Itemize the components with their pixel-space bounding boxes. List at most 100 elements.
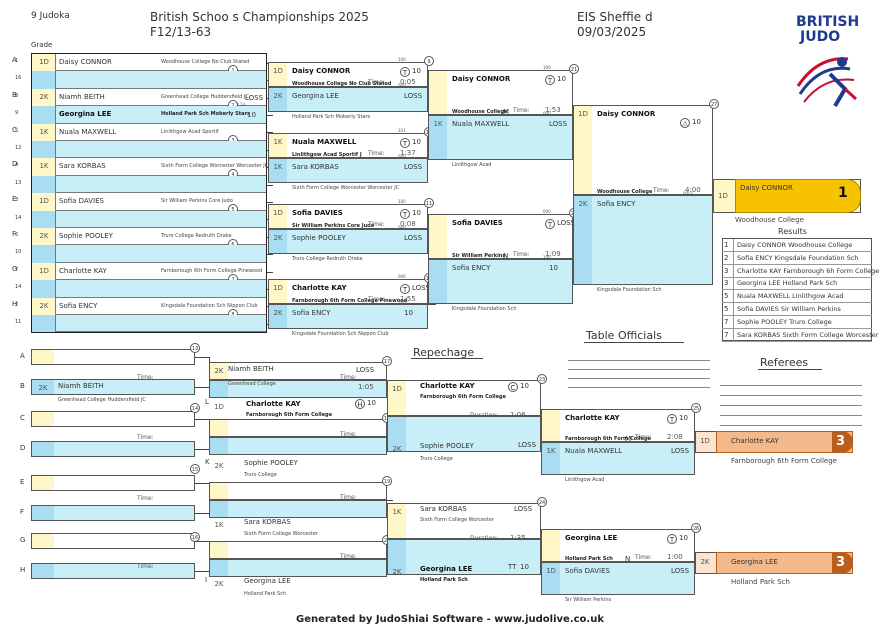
grade-text: 2K	[39, 301, 49, 310]
bracket-line	[195, 387, 209, 388]
grade-text: 1K	[273, 163, 283, 171]
result-entry: Sofia DAVIES Sir William Perkins	[737, 305, 841, 313]
grade-text: 1D	[578, 110, 588, 118]
winner-name: Daisy CONNOR	[292, 67, 351, 75]
match-bottom-slot	[209, 500, 387, 518]
match-bottom-slot	[541, 562, 695, 595]
grade-text: 1D	[39, 197, 49, 206]
gold-place: 1	[838, 185, 848, 201]
competitor-club: Linlithgow Acad Sportif	[161, 128, 219, 135]
winner-name: Daisy CONNOR	[452, 75, 511, 83]
pool-number: 1	[15, 58, 19, 64]
competitor-name: Georgina LEE	[292, 92, 339, 100]
repechage-label: Repechage	[413, 346, 475, 359]
competitor-name: Sara KORBAS	[244, 518, 291, 526]
competitor-club: Truro College Redruth Drake	[292, 256, 363, 262]
winner-name: Nuala MAXWELL	[292, 138, 357, 146]
winner-name: Sofia DAVIES	[452, 219, 503, 227]
grade-text: 1K	[546, 447, 556, 455]
result-entry: Sara KORBAS Sixth Form College Worcester	[737, 330, 879, 339]
grade-text: 1D	[392, 385, 402, 393]
match-top-slot	[209, 482, 387, 500]
pool-number: 3	[15, 197, 19, 204]
event-title: British Schoo s Championships 2025	[150, 10, 369, 24]
pool-row	[32, 210, 266, 228]
results-divider	[733, 290, 734, 303]
competitor-name: Georgina LEE	[59, 110, 112, 119]
competitor-club: Sixth Form College Worcester	[420, 517, 494, 523]
match-time: 4:00	[685, 186, 701, 194]
bronze-name: Charlotte KAY	[731, 437, 779, 445]
referee-signature-line	[720, 415, 862, 416]
competitor-club: Truro College	[420, 456, 453, 462]
grade-cell	[574, 106, 592, 194]
competitor-name: Nuala MAXWELL	[452, 120, 510, 128]
repechage-slot	[31, 563, 195, 579]
competitor-club: Linlithgow Acad	[565, 477, 605, 483]
grade-text	[32, 317, 56, 330]
repechage-letter: B	[20, 382, 25, 390]
competitor-name: Sophie POOLEY	[292, 234, 346, 242]
grade-text: 2K	[38, 384, 48, 392]
grade-text: 1D	[39, 266, 49, 275]
bracket-line	[195, 419, 209, 420]
bracket-line	[267, 254, 273, 256]
results-divider	[722, 315, 872, 316]
pool-grade	[32, 71, 56, 89]
time-label: Time:	[137, 495, 154, 502]
grade-cell	[542, 410, 560, 441]
grade-text: 1K	[273, 138, 283, 146]
pool-letter: F	[12, 230, 17, 238]
match-score: 10	[412, 138, 421, 146]
result-position: 2	[724, 253, 729, 262]
time-label: Time:	[340, 494, 357, 501]
competitor-club: Linlithgow Acad	[452, 162, 492, 168]
event-subtitle: F12/13-63	[150, 25, 212, 39]
grade-cell	[269, 305, 287, 328]
match-bottom-slot	[268, 87, 428, 112]
bracket-line	[195, 541, 209, 542]
grade-cell	[32, 350, 54, 364]
results-divider	[733, 303, 734, 316]
competitor-club: Kingsdale Foundation Sch Nippon Club	[161, 302, 258, 309]
timer-icon: T	[545, 219, 555, 229]
grade-cell	[32, 476, 54, 490]
referee-signature-line	[720, 405, 862, 406]
time-label: Time:	[137, 563, 154, 570]
grade-text: 2K	[39, 92, 49, 101]
pool-grade	[32, 54, 56, 72]
repechage-letter: E	[20, 478, 25, 486]
score-code: 000	[398, 274, 406, 279]
referees-label: Referees	[760, 356, 809, 369]
loss-label: LOSS	[518, 441, 537, 449]
grade-text: 1D	[273, 67, 283, 75]
competitor-name: Charlotte KAY	[59, 266, 107, 275]
time-label: Time:	[653, 187, 670, 194]
pool-row	[32, 54, 266, 72]
results-divider	[733, 251, 734, 265]
bronze-cap	[832, 552, 853, 574]
match-number-circle: 21	[569, 64, 579, 74]
competitor-name: Sara KORBAS	[59, 162, 106, 171]
official-signature-line	[568, 387, 710, 388]
winner-name: Georgina LEE	[420, 565, 473, 573]
pool-number: 2	[15, 301, 19, 308]
match-number-circle: 15	[190, 464, 200, 474]
pool-row	[32, 193, 266, 211]
grade-text: 1D	[273, 284, 283, 292]
grade-cell	[429, 215, 447, 258]
bracket-line	[195, 513, 209, 514]
repechage-letter: F	[20, 508, 25, 516]
pool-letter: G	[12, 264, 18, 273]
winner-club: Farnborough 6th Form College	[246, 412, 333, 418]
loss-label: 10	[549, 264, 558, 272]
match-number-circle: 19	[382, 476, 392, 486]
competitor-club: Greenhead College Huddersfield JC	[161, 93, 249, 100]
loss-label: LOSS	[404, 92, 423, 100]
winner-club: Holland Park Sch	[420, 577, 468, 583]
grade-cell	[32, 506, 54, 520]
pool-number: 14	[15, 284, 22, 291]
results-divider	[722, 263, 872, 265]
match-number-circle: 11	[424, 198, 434, 208]
tie-icon: TT	[508, 563, 517, 571]
